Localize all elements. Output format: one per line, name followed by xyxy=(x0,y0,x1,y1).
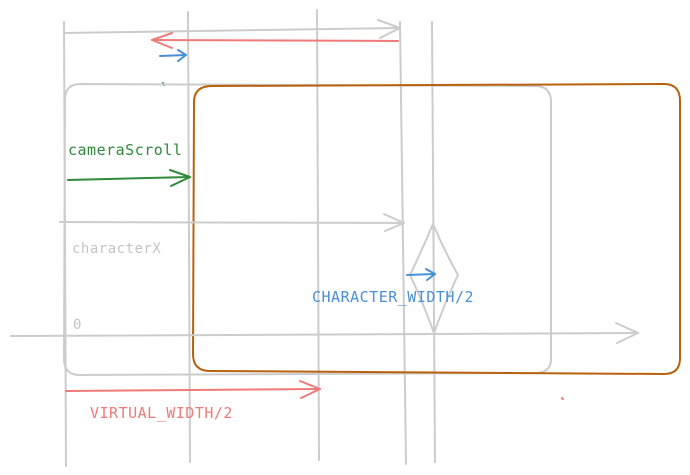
virtual-width-arrow xyxy=(65,380,321,399)
guide-line-camera-left xyxy=(187,11,191,463)
world-bounds-box xyxy=(63,83,552,376)
red-left-arrow xyxy=(151,32,399,49)
guide-line-virtual-center xyxy=(316,9,320,461)
virtual-width-label: VIRTUAL_WIDTH/2 xyxy=(90,404,233,422)
camera-viewport-box xyxy=(192,83,681,375)
character-width-arrow xyxy=(406,268,436,281)
character-width-label: CHARACTER_WIDTH/2 xyxy=(312,288,474,306)
blue-small-arrow-top xyxy=(159,49,187,62)
vertical-guide-lines xyxy=(63,9,436,467)
top-gray-arrow xyxy=(63,19,401,39)
x-axis-arrow xyxy=(10,322,639,344)
guide-line-character-left xyxy=(399,21,407,465)
origin-label: 0 xyxy=(73,317,82,333)
guide-line-character-center xyxy=(431,21,436,463)
character-x-label: characterX xyxy=(72,241,161,257)
camera-scroll-label: cameraScroll xyxy=(68,141,182,159)
camera-scroll-arrow xyxy=(67,169,191,187)
character-x-arrow xyxy=(59,213,405,232)
red-dot xyxy=(561,397,564,400)
